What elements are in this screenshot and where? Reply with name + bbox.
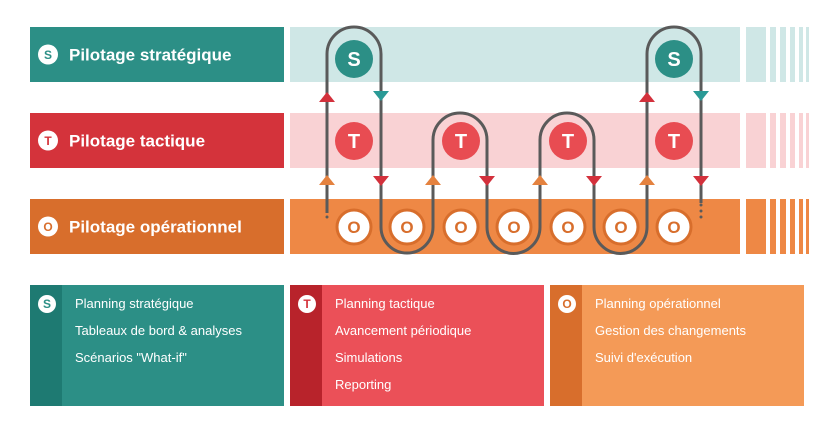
track-dot <box>699 215 703 219</box>
card-item: Gestion des changements <box>595 323 747 338</box>
strategic-node-fill <box>335 40 373 78</box>
track-dot <box>325 203 329 207</box>
card-item: Planning tactique <box>335 296 435 311</box>
strategic-band-label <box>30 27 284 82</box>
up-arrow-icon <box>532 175 548 185</box>
strategic-band-stripe <box>746 27 766 82</box>
tactical-band-badge <box>38 130 58 151</box>
operational-band-badge <box>38 216 58 237</box>
operational-node-fill <box>607 213 635 241</box>
operational-band-stripe <box>799 199 803 254</box>
down-arrow-icon <box>586 176 602 186</box>
operational-band-badge-letter: O <box>43 220 52 234</box>
up-arrow-icon <box>425 175 441 185</box>
strategic-band-stripe <box>770 27 776 82</box>
tactical-band-title: Pilotage tactique <box>69 132 205 151</box>
operational-node-fill <box>660 213 688 241</box>
card-badge: O <box>558 295 576 313</box>
card-item: Tableaux de bord & analyses <box>75 323 242 338</box>
tactical-card: T Planning tactique Avancement périodiqu… <box>290 285 544 406</box>
operational-node-letter: O <box>507 218 520 237</box>
operational-node-fill <box>554 213 582 241</box>
tactical-band-badge-letter: T <box>44 134 52 148</box>
card-item-list: Planning tactique Avancement périodique … <box>335 297 471 405</box>
operational-node-fill <box>340 213 368 241</box>
tactical-band-stripe <box>790 113 795 168</box>
track-dot <box>325 209 329 213</box>
down-arrow-icon <box>373 176 389 186</box>
operational-band-title: Pilotage opérationnel <box>69 218 242 237</box>
operational-band-stripe <box>770 199 776 254</box>
strategic-band-stripe <box>790 27 795 82</box>
down-arrow-icon <box>693 91 709 101</box>
tactical-band-stripe <box>770 113 776 168</box>
operational-band-stripe <box>780 199 786 254</box>
operational-card: O Planning opérationnel Gestion des chan… <box>550 285 804 406</box>
operational-band-stripe <box>790 199 795 254</box>
card-strip: S <box>30 285 62 406</box>
down-arrow-icon <box>373 91 389 101</box>
strategic-band-title: Pilotage stratégique <box>69 46 231 65</box>
card-item: Suivi d'exécution <box>595 350 693 365</box>
tactical-node-letter: T <box>668 131 680 153</box>
card-strip: T <box>290 285 322 406</box>
operational-band-stripe <box>746 199 766 254</box>
tactical-node-fill <box>655 122 693 160</box>
card-item-list: Planning opérationnel Gestion des change… <box>595 297 746 378</box>
tactical-node-fill <box>442 122 480 160</box>
strategic-band-badge <box>38 44 58 65</box>
down-arrow-icon <box>693 176 709 186</box>
strategic-node-fill <box>655 40 693 78</box>
strategic-card: S Planning stratégique Tableaux de bord … <box>30 285 284 406</box>
strategic-node-letter: S <box>347 49 360 71</box>
card-item: Scénarios "What-if" <box>75 350 187 365</box>
tactical-node-letter: T <box>348 131 360 153</box>
card-strip: O <box>550 285 582 406</box>
track-dot <box>699 203 703 207</box>
operational-node-letter: O <box>667 218 680 237</box>
card-item-list: Planning stratégique Tableaux de bord & … <box>75 297 242 378</box>
tactical-node-letter: T <box>562 131 574 153</box>
tactical-band-stripe <box>780 113 786 168</box>
down-arrow-icon <box>479 176 495 186</box>
strategic-band-stripe <box>799 27 803 82</box>
card-badge: T <box>298 295 316 313</box>
operational-band-stripe <box>806 199 809 254</box>
operational-node-fill <box>447 213 475 241</box>
tactical-node-letter: T <box>455 131 467 153</box>
up-arrow-icon <box>319 175 335 185</box>
up-arrow-icon <box>319 92 335 102</box>
strategic-band-stripe <box>806 27 809 82</box>
strategic-band-stripe <box>780 27 786 82</box>
track-dot <box>699 209 703 213</box>
operational-node-letter: O <box>454 218 467 237</box>
operational-node-fill <box>500 213 528 241</box>
track-dot <box>325 215 329 219</box>
card-item: Avancement périodique <box>335 323 472 338</box>
tactical-band-stripe <box>799 113 803 168</box>
operational-node-fill <box>393 213 421 241</box>
card-item: Simulations <box>335 350 403 365</box>
tactical-band-stripe <box>746 113 766 168</box>
strategic-node-letter: S <box>667 49 680 71</box>
tactical-band-label <box>30 113 284 168</box>
up-arrow-icon <box>639 92 655 102</box>
card-item: Reporting <box>335 377 392 392</box>
card-item: Planning opérationnel <box>595 296 721 311</box>
operational-node-letter: O <box>561 218 574 237</box>
tactical-node-fill <box>335 122 373 160</box>
loop-track <box>325 25 703 255</box>
card-badge: S <box>38 295 56 313</box>
card-item: Planning stratégique <box>75 296 194 311</box>
up-arrow-icon <box>639 175 655 185</box>
operational-node-letter: O <box>347 218 360 237</box>
operational-node-letter: O <box>614 218 627 237</box>
tactical-band-stripe <box>806 113 809 168</box>
operational-node-letter: O <box>400 218 413 237</box>
tactical-node-fill <box>549 122 587 160</box>
operational-band-label <box>30 199 284 254</box>
strategic-band-badge-letter: S <box>44 48 52 62</box>
